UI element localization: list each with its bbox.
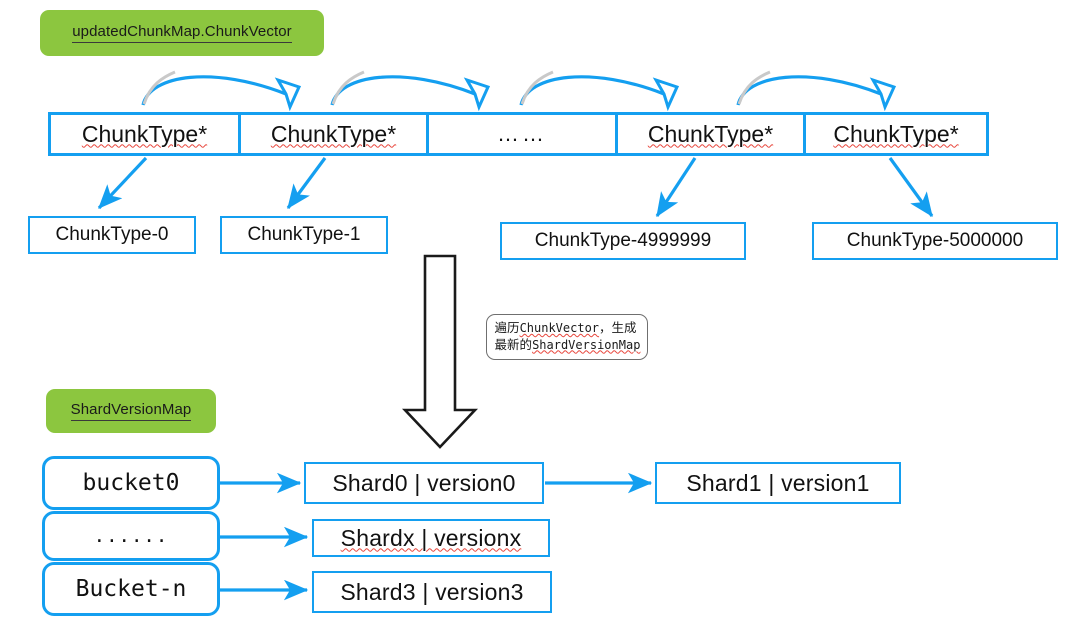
arrow-to-chunktype-0 [97, 156, 148, 210]
arrow-to-chunktype-5000000 [888, 157, 934, 218]
shardversionmap-tag: ShardVersionMap [46, 389, 216, 433]
shard-box-3[interactable]: Shard3 | version3 [312, 571, 552, 613]
vector-cell-1-label: ChunkType* [270, 120, 397, 147]
vector-cell-4-label: ChunkType* [833, 120, 959, 147]
vector-cell-3[interactable]: ChunkType* [618, 115, 806, 153]
vector-cell-1[interactable]: ChunkType* [241, 115, 429, 153]
bucket-box-n-label: Bucket-n [75, 576, 187, 602]
vector-cell-ellipsis: …… [429, 115, 618, 153]
chunkvector-title-label: updatedChunkMap.ChunkVector [72, 23, 292, 43]
bucket-box-0-label: bucket0 [82, 470, 180, 496]
leaf-box-chunktype-4999999[interactable]: ChunkType-4999999 [500, 222, 746, 260]
shardversionmap-tag-label: ShardVersionMap [70, 401, 192, 421]
traversal-annotation-text: 遍历ChunkVector，生成 最新的ShardVersionMap [485, 314, 649, 360]
leaf-box-chunktype-4999999-label: ChunkType-4999999 [534, 230, 712, 251]
shard-box-x-label: Shardx | versionx [340, 524, 522, 551]
traversal-block-arrow [401, 254, 479, 449]
vector-cell-4[interactable]: ChunkType* [806, 115, 986, 153]
shard-box-0[interactable]: Shard0 | version0 [304, 462, 544, 504]
traversal-annotation: 遍历ChunkVector，生成 最新的ShardVersionMap [472, 314, 662, 360]
vector-cell-ellipsis-label: …… [497, 121, 547, 146]
vector-to-leaf-arrows [97, 156, 934, 218]
arrow-to-chunktype-4999999 [655, 157, 697, 218]
shard-box-3-label: Shard3 | version3 [340, 578, 524, 605]
arrow-to-chunktype-1 [286, 157, 327, 210]
vector-cell-3-label: ChunkType* [647, 120, 774, 147]
chunk-vector-row: ChunkType* ChunkType* …… ChunkType* Chun… [48, 112, 989, 156]
chunkvector-title-tag: updatedChunkMap.ChunkVector [40, 10, 324, 56]
leaf-box-chunktype-1[interactable]: ChunkType-1 [220, 216, 388, 254]
bucket-box-0[interactable]: bucket0 [42, 456, 220, 510]
leaf-box-chunktype-1-label: ChunkType-1 [247, 224, 361, 245]
leaf-box-chunktype-5000000[interactable]: ChunkType-5000000 [812, 222, 1058, 260]
shard-box-1-label: Shard1 | version1 [686, 469, 870, 496]
bucket-box-ellipsis: ...... [42, 511, 220, 561]
vector-sequence-arrow-tails [142, 70, 771, 105]
shard-box-0-label: Shard0 | version0 [332, 469, 516, 496]
traversal-annotation-line-2: 最新的ShardVersionMap [494, 336, 641, 352]
bucket-box-ellipsis-label: ...... [93, 525, 169, 547]
vector-sequence-arrows [141, 75, 882, 106]
leaf-box-chunktype-0-label: ChunkType-0 [55, 224, 169, 245]
shard-box-x[interactable]: Shardx | versionx [312, 519, 550, 557]
vector-cell-0[interactable]: ChunkType* [51, 115, 241, 153]
bucket-box-n[interactable]: Bucket-n [42, 562, 220, 616]
leaf-box-chunktype-0[interactable]: ChunkType-0 [28, 216, 196, 254]
leaf-box-chunktype-5000000-label: ChunkType-5000000 [846, 230, 1024, 251]
vector-cell-0-label: ChunkType* [81, 120, 208, 147]
shard-box-1[interactable]: Shard1 | version1 [655, 462, 901, 504]
traversal-annotation-line-1: 遍历ChunkVector，生成 [494, 320, 637, 336]
vector-sequence-arrowheads [274, 77, 897, 112]
